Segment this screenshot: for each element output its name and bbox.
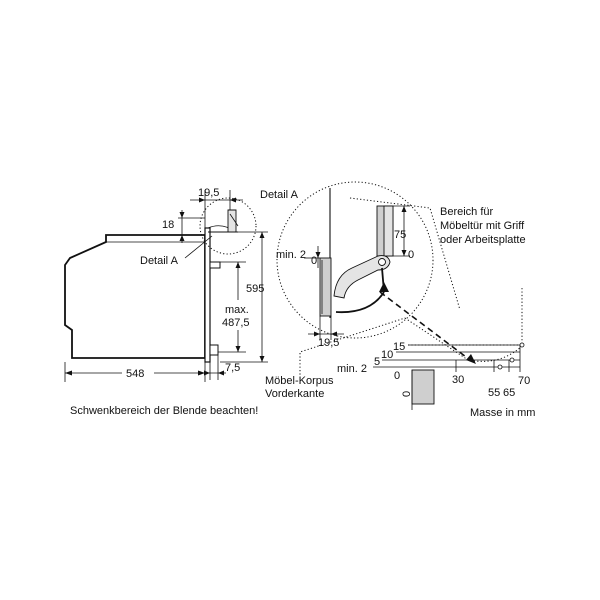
- dim-18-arrow-top: [179, 212, 185, 218]
- units-note: Masse in mm: [470, 407, 535, 419]
- dim-min2-detail-label: min. 2: [276, 249, 306, 261]
- handle-pivot: [378, 258, 386, 266]
- swing-arc-stem: [381, 267, 385, 293]
- dim-55-label: 55: [488, 387, 500, 399]
- dim-0-bottom-label: 0: [394, 370, 400, 382]
- dim-487-arrow-bottom: [235, 346, 241, 352]
- detail-a-view: Detail A 75 0 min. 2 0: [260, 181, 434, 349]
- swivel-note: Schwenkbereich der Blende beachten!: [70, 405, 258, 417]
- oven-front-panel: [204, 227, 211, 363]
- dim-487-arrow-top: [235, 262, 241, 268]
- dim-7-5: 7,5: [200, 355, 240, 380]
- boundary-point-1: [519, 342, 525, 348]
- dim-75-label: 75: [394, 229, 406, 241]
- door-handle: [333, 255, 391, 299]
- dim-7-5-arrow-right: [218, 370, 224, 376]
- dim-487-5-label: 487,5: [222, 317, 250, 329]
- dim-595-arrow-top: [259, 232, 265, 238]
- cabinet-callout: Möbel-Korpus Vorderkante: [265, 317, 406, 400]
- dim-19-5-top-label: 19,5: [198, 187, 219, 199]
- door-panel: [319, 257, 332, 317]
- oven-side-view: [64, 197, 257, 363]
- swing-arc-lower: [335, 291, 385, 314]
- dim-595: 595: [220, 231, 268, 363]
- dim-548-arrow-left: [65, 370, 72, 376]
- dim-595-arrow-bottom: [259, 356, 265, 362]
- worktop-block: [411, 369, 435, 405]
- dim-19-5-arrow-right: [230, 197, 236, 203]
- dim-0-left-label: 0: [311, 255, 317, 267]
- detail-a-circle: [276, 181, 434, 339]
- dim-548: 548: [64, 362, 206, 382]
- oven-trim-hatch: [229, 213, 239, 227]
- cabinet-label-line2: Vorderkante: [265, 388, 324, 400]
- oven-front-foot: [209, 344, 219, 356]
- detail-a-leader: [184, 235, 213, 259]
- dim-548-bg: [122, 366, 154, 380]
- dim-min2-arrow: [315, 252, 321, 258]
- dim-15-label: 15: [393, 341, 405, 353]
- dim-7-5-arrow-left: [204, 370, 210, 376]
- dim-18: 18: [162, 210, 205, 243]
- area-label-line2: Möbeltür mit Griff: [440, 220, 525, 232]
- detail-a-marker-circle: [199, 197, 257, 255]
- dim-19-5-top: 19,5: [190, 187, 243, 232]
- swing-path-arrow: [466, 354, 476, 364]
- dim-19-5-detail-label: 19,5: [318, 337, 339, 349]
- dim-19-5-detail-arrow-right: [331, 331, 337, 337]
- dim-65-label: 65: [503, 387, 515, 399]
- dim-5-label: 5: [374, 356, 380, 368]
- oven-body-outline: [64, 234, 206, 359]
- cabinet-leader: [299, 317, 406, 378]
- dim-0-detail-label: 0: [408, 249, 414, 261]
- detail-a-title: Detail A: [260, 189, 299, 201]
- oven-trim-detail: [227, 209, 237, 233]
- dim-30-label: 30: [452, 374, 464, 386]
- dim-487-bg: [222, 300, 256, 330]
- dim-max-label: max.: [225, 304, 249, 316]
- dim-548-label: 548: [126, 368, 144, 380]
- oven-front-knob: [209, 261, 221, 269]
- area-callout: Bereich für Möbeltür mit Griff oder Arbe…: [349, 197, 526, 311]
- dim-min2-bottom-label: min. 2: [337, 363, 367, 375]
- dim-10-label: 10: [381, 349, 393, 361]
- dim-19-5-arrow-left: [199, 197, 205, 203]
- dim-7-5-label: 7,5: [225, 362, 240, 374]
- dim-595-label: 595: [246, 283, 264, 295]
- boundary-point-2: [509, 357, 515, 363]
- boundary-point-3: [497, 364, 503, 370]
- dim-18-label: 18: [162, 219, 174, 231]
- dim-18-arrow-bottom: [179, 235, 185, 241]
- swing-path-dashed: [379, 291, 471, 361]
- area-label-line3: oder Arbeitsplatte: [440, 234, 526, 246]
- area-label-line1: Bereich für: [440, 206, 494, 218]
- dim-75-arrow-bottom: [401, 250, 407, 256]
- clearance-zone: 15 10 5 min. 2 0 0 30 55 65 70: [337, 288, 530, 410]
- dim-0-vert-label: 0: [401, 391, 413, 397]
- dim-487-5: max. 487,5: [218, 261, 256, 353]
- dim-19-5-detail-arrow-left: [314, 331, 320, 337]
- detail-a-left-label: Detail A: [140, 255, 179, 267]
- dim-75-arrow-top: [401, 206, 407, 212]
- cabinet-label-line1: Möbel-Korpus: [265, 375, 334, 387]
- trim-block-inner: [383, 205, 394, 257]
- dim-70-label: 70: [518, 375, 530, 387]
- detail-a-left-callout: Detail A: [140, 235, 213, 267]
